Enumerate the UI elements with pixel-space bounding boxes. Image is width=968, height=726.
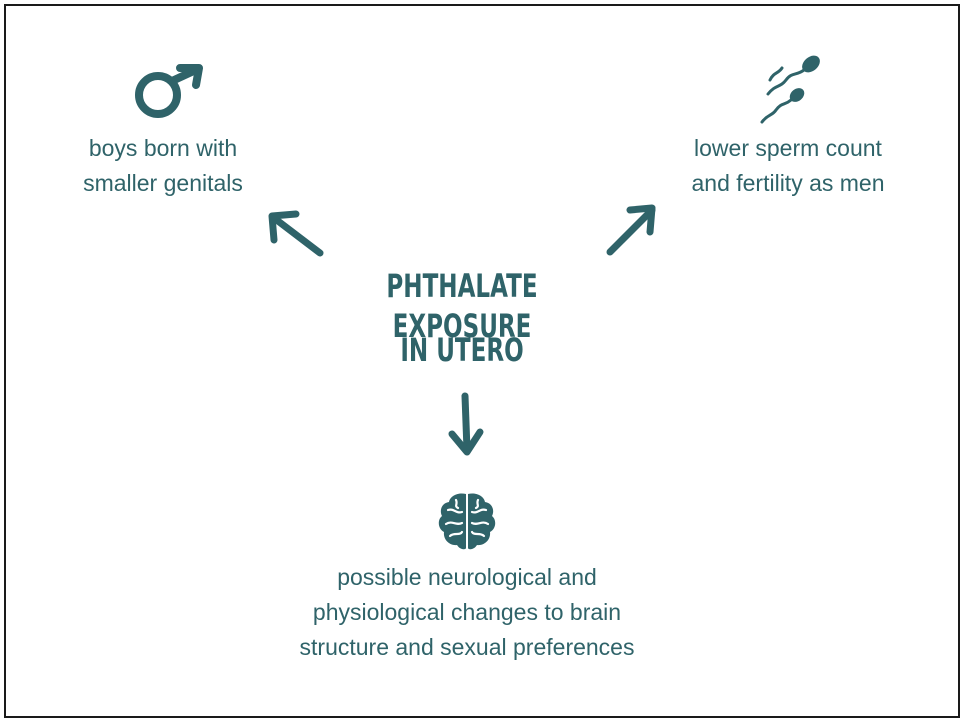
arrow-to-right-outcome xyxy=(606,204,656,256)
outcome-right-line2: and fertility as men xyxy=(691,170,885,196)
outcome-left-label: boys born with smaller genitals xyxy=(52,131,274,201)
center-title-line1: PHTHALATE EXPOSURE xyxy=(386,267,538,345)
brain-icon xyxy=(438,493,496,550)
arrow-to-bottom-outcome xyxy=(448,392,484,456)
outcome-bottom-line2: physiological changes to brain xyxy=(312,599,622,625)
outcome-bottom-label: possible neurological and physiological … xyxy=(262,560,672,665)
outcome-bottom-line3: structure and sexual preferences xyxy=(299,634,635,660)
outcome-right-label: lower sperm count and fertility as men xyxy=(672,131,904,201)
center-title-line2: IN UTERO xyxy=(400,331,524,369)
diagram-frame xyxy=(4,4,960,718)
arrow-to-left-outcome xyxy=(268,210,324,257)
sperm-icon xyxy=(760,55,820,124)
outcome-bottom-line1: possible neurological and xyxy=(337,564,597,590)
outcome-left-line2: smaller genitals xyxy=(83,170,243,196)
outcome-right-line1: lower sperm count xyxy=(694,135,882,161)
outcome-left-line1: boys born with xyxy=(88,135,238,161)
male-symbol-icon xyxy=(135,64,203,118)
